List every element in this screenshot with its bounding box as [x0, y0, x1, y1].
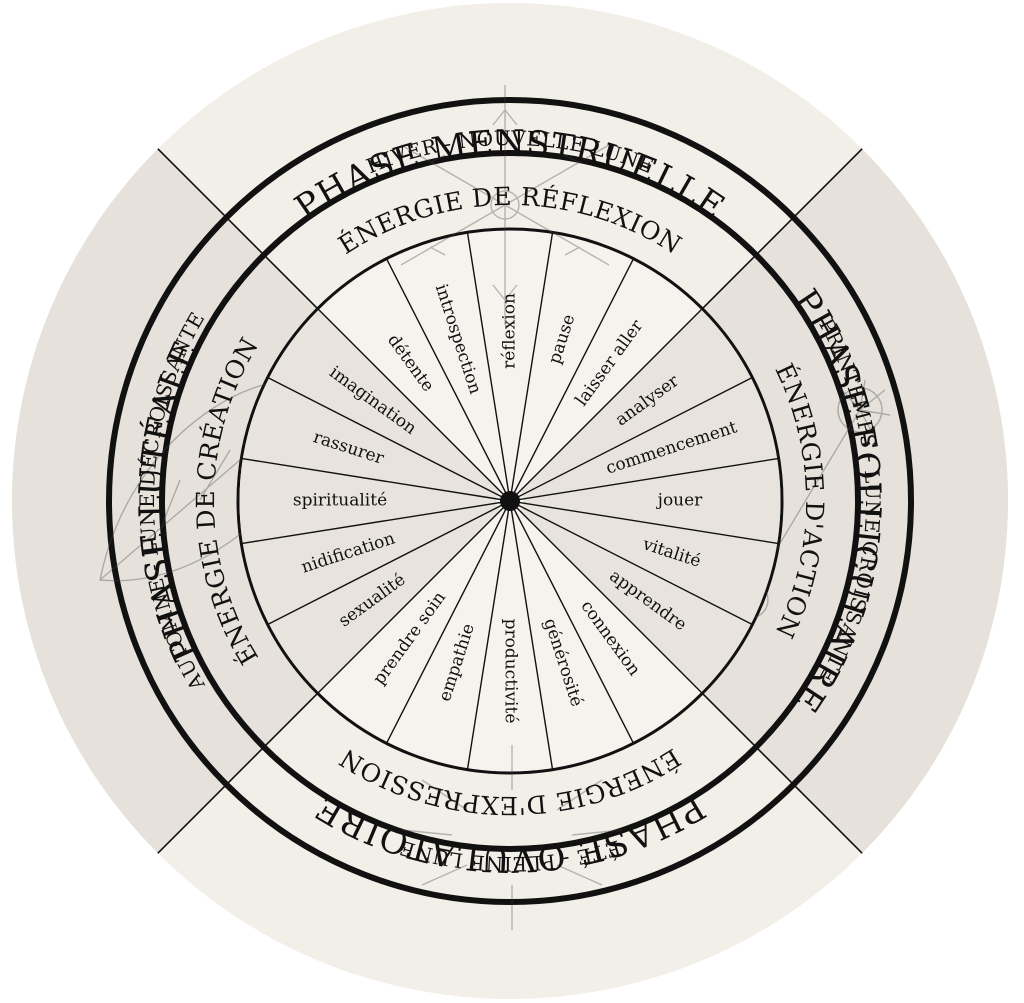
ring-outline-middle: [159, 150, 861, 852]
word-label: jouer: [656, 491, 704, 511]
spoke-line: [509, 308, 703, 502]
divider-lines: [157, 148, 863, 854]
wedge-shade: [268, 507, 501, 693]
spoke-line: [509, 376, 753, 502]
word-label: spiritualité: [293, 491, 387, 511]
center-hub: [500, 491, 520, 511]
wedge-shade: [519, 507, 752, 693]
spoke-line: [267, 376, 511, 502]
wedge-shade: [523, 458, 781, 544]
spoke-line: [466, 500, 511, 770]
spoke-line: [509, 500, 703, 694]
spoke-line: [241, 457, 511, 502]
spoke-line: [509, 457, 779, 502]
word-label: réflexion: [500, 293, 520, 369]
spoke-line: [466, 232, 511, 502]
spoke-line: [385, 500, 511, 744]
divider-line-4: [157, 148, 319, 310]
spoke-line: [509, 500, 753, 626]
wedge-shade: [268, 309, 501, 495]
spoke-line: [385, 258, 511, 502]
spoke-line: [509, 500, 779, 545]
divider-line-2: [701, 692, 863, 854]
wedge-shade: [239, 458, 497, 544]
inner-spokes: [239, 232, 781, 770]
spoke-line: [241, 500, 511, 545]
sun-rays-icon: [401, 745, 623, 930]
spoke-line: [509, 500, 554, 770]
spoke-line: [509, 258, 635, 502]
wedge-shade: [519, 309, 752, 495]
divider-line-3: [157, 692, 319, 854]
ring-outline-outer: [106, 97, 914, 905]
spoke-line: [267, 500, 511, 626]
spoke-line: [509, 500, 635, 744]
snowflake-icon: [400, 85, 610, 325]
ring-outline-inner: [236, 227, 784, 775]
word-label: productivité: [501, 619, 521, 724]
spoke-line: [317, 308, 511, 502]
spoke-line: [317, 500, 511, 694]
spoke-line: [509, 232, 554, 502]
divider-line-1: [701, 148, 863, 310]
